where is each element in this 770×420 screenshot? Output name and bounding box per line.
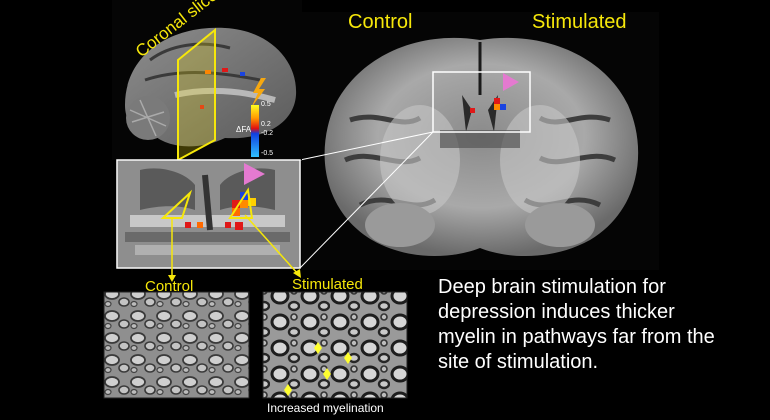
colorbar-tick-1: 0.2 bbox=[261, 121, 271, 128]
colorbar-tick-3: -0.5 bbox=[261, 150, 274, 157]
arrow-icon bbox=[168, 214, 301, 282]
colorbar-title: ΔFA bbox=[236, 125, 252, 134]
sagittal-mri-image bbox=[112, 0, 302, 162]
lightning-bolt-icon bbox=[251, 78, 266, 108]
stimulated-triangle-outline bbox=[228, 187, 254, 219]
coronal-plane-outline bbox=[177, 27, 216, 162]
control-label-top: Control bbox=[348, 11, 413, 33]
increased-myelination-label: Increased myelination bbox=[267, 401, 384, 415]
triangle-marker-icon bbox=[503, 73, 519, 91]
zoomed-roi-image bbox=[116, 159, 301, 269]
control-em-image bbox=[103, 291, 250, 399]
colorbar bbox=[251, 105, 259, 157]
triangle-marker-icon bbox=[244, 163, 265, 185]
stimulated-label-top: Stimulated bbox=[532, 11, 627, 33]
zoom-line-bottom bbox=[299, 131, 434, 269]
coronal-mri-image bbox=[302, 12, 659, 270]
colorbar-tick-0: 0.5 bbox=[261, 101, 271, 108]
roi-box-large bbox=[432, 71, 531, 133]
control-em-label: Control bbox=[145, 278, 194, 295]
stimulated-em-label: Stimulated bbox=[292, 276, 363, 293]
stimulated-em-image bbox=[262, 291, 408, 399]
zoom-line-top bbox=[299, 131, 434, 161]
colorbar-tick-2: -0.2 bbox=[261, 130, 274, 137]
caption-text: Deep brain stimulation for depression in… bbox=[438, 276, 715, 373]
